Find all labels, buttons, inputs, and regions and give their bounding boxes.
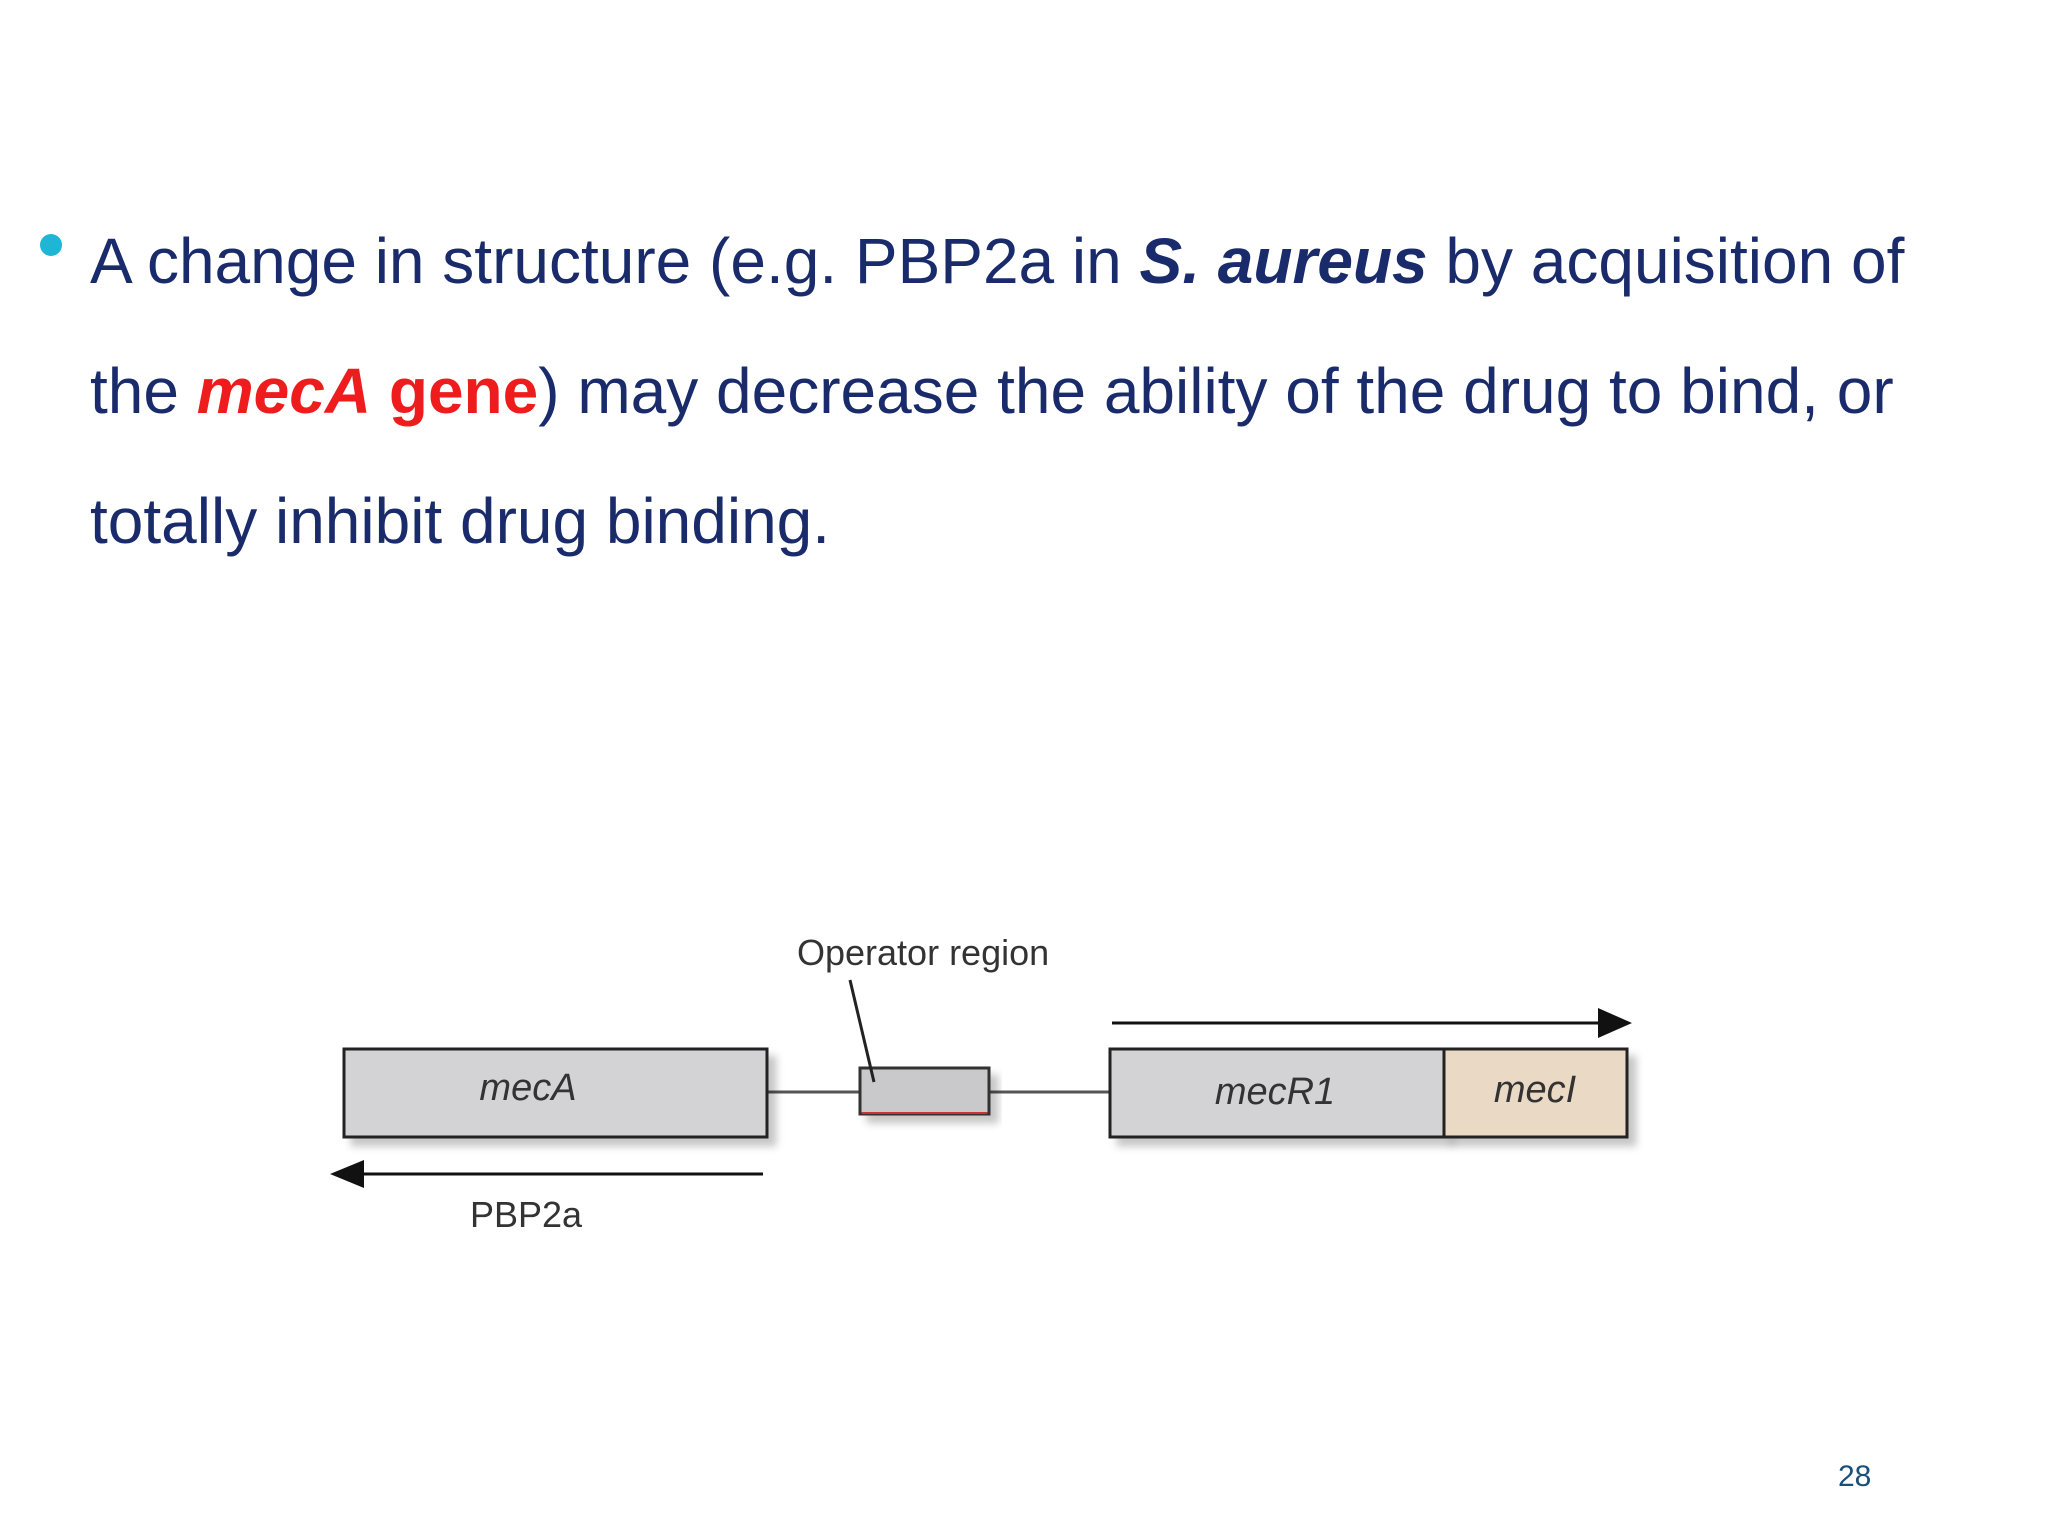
bullet-text: A change in structure (e.g. PBP2a in S. … xyxy=(90,196,1990,586)
mecr1-label: mecR1 xyxy=(1215,1071,1335,1113)
meci-box xyxy=(1442,1047,1629,1139)
operator-pointer-line xyxy=(848,979,876,1083)
meca-label: mecA xyxy=(479,1067,576,1109)
operator-box xyxy=(858,1066,991,1116)
page-number: 28 xyxy=(1838,1460,1872,1493)
bullet-part-3: ) may decrease the ability of the drug t… xyxy=(90,355,1894,557)
bullet-dot-icon xyxy=(40,234,62,256)
gene-word: gene xyxy=(371,355,539,427)
bullet-part-2: by acquisition of the xyxy=(90,225,1905,427)
mecr1-box xyxy=(1108,1047,1446,1139)
operator-region-label: Operator region xyxy=(797,932,1049,973)
organism-name: S. aureus xyxy=(1139,225,1428,297)
gene-name: mecA xyxy=(196,355,372,427)
meci-label: mecI xyxy=(1494,1069,1577,1111)
left-arrow-head xyxy=(330,1160,364,1188)
meca-box xyxy=(342,1047,769,1139)
pbp2a-label: PBP2a xyxy=(470,1194,583,1235)
right-arrow-head xyxy=(1598,1008,1632,1038)
bullet-part-1: A change in structure (e.g. PBP2a in xyxy=(90,225,1140,297)
